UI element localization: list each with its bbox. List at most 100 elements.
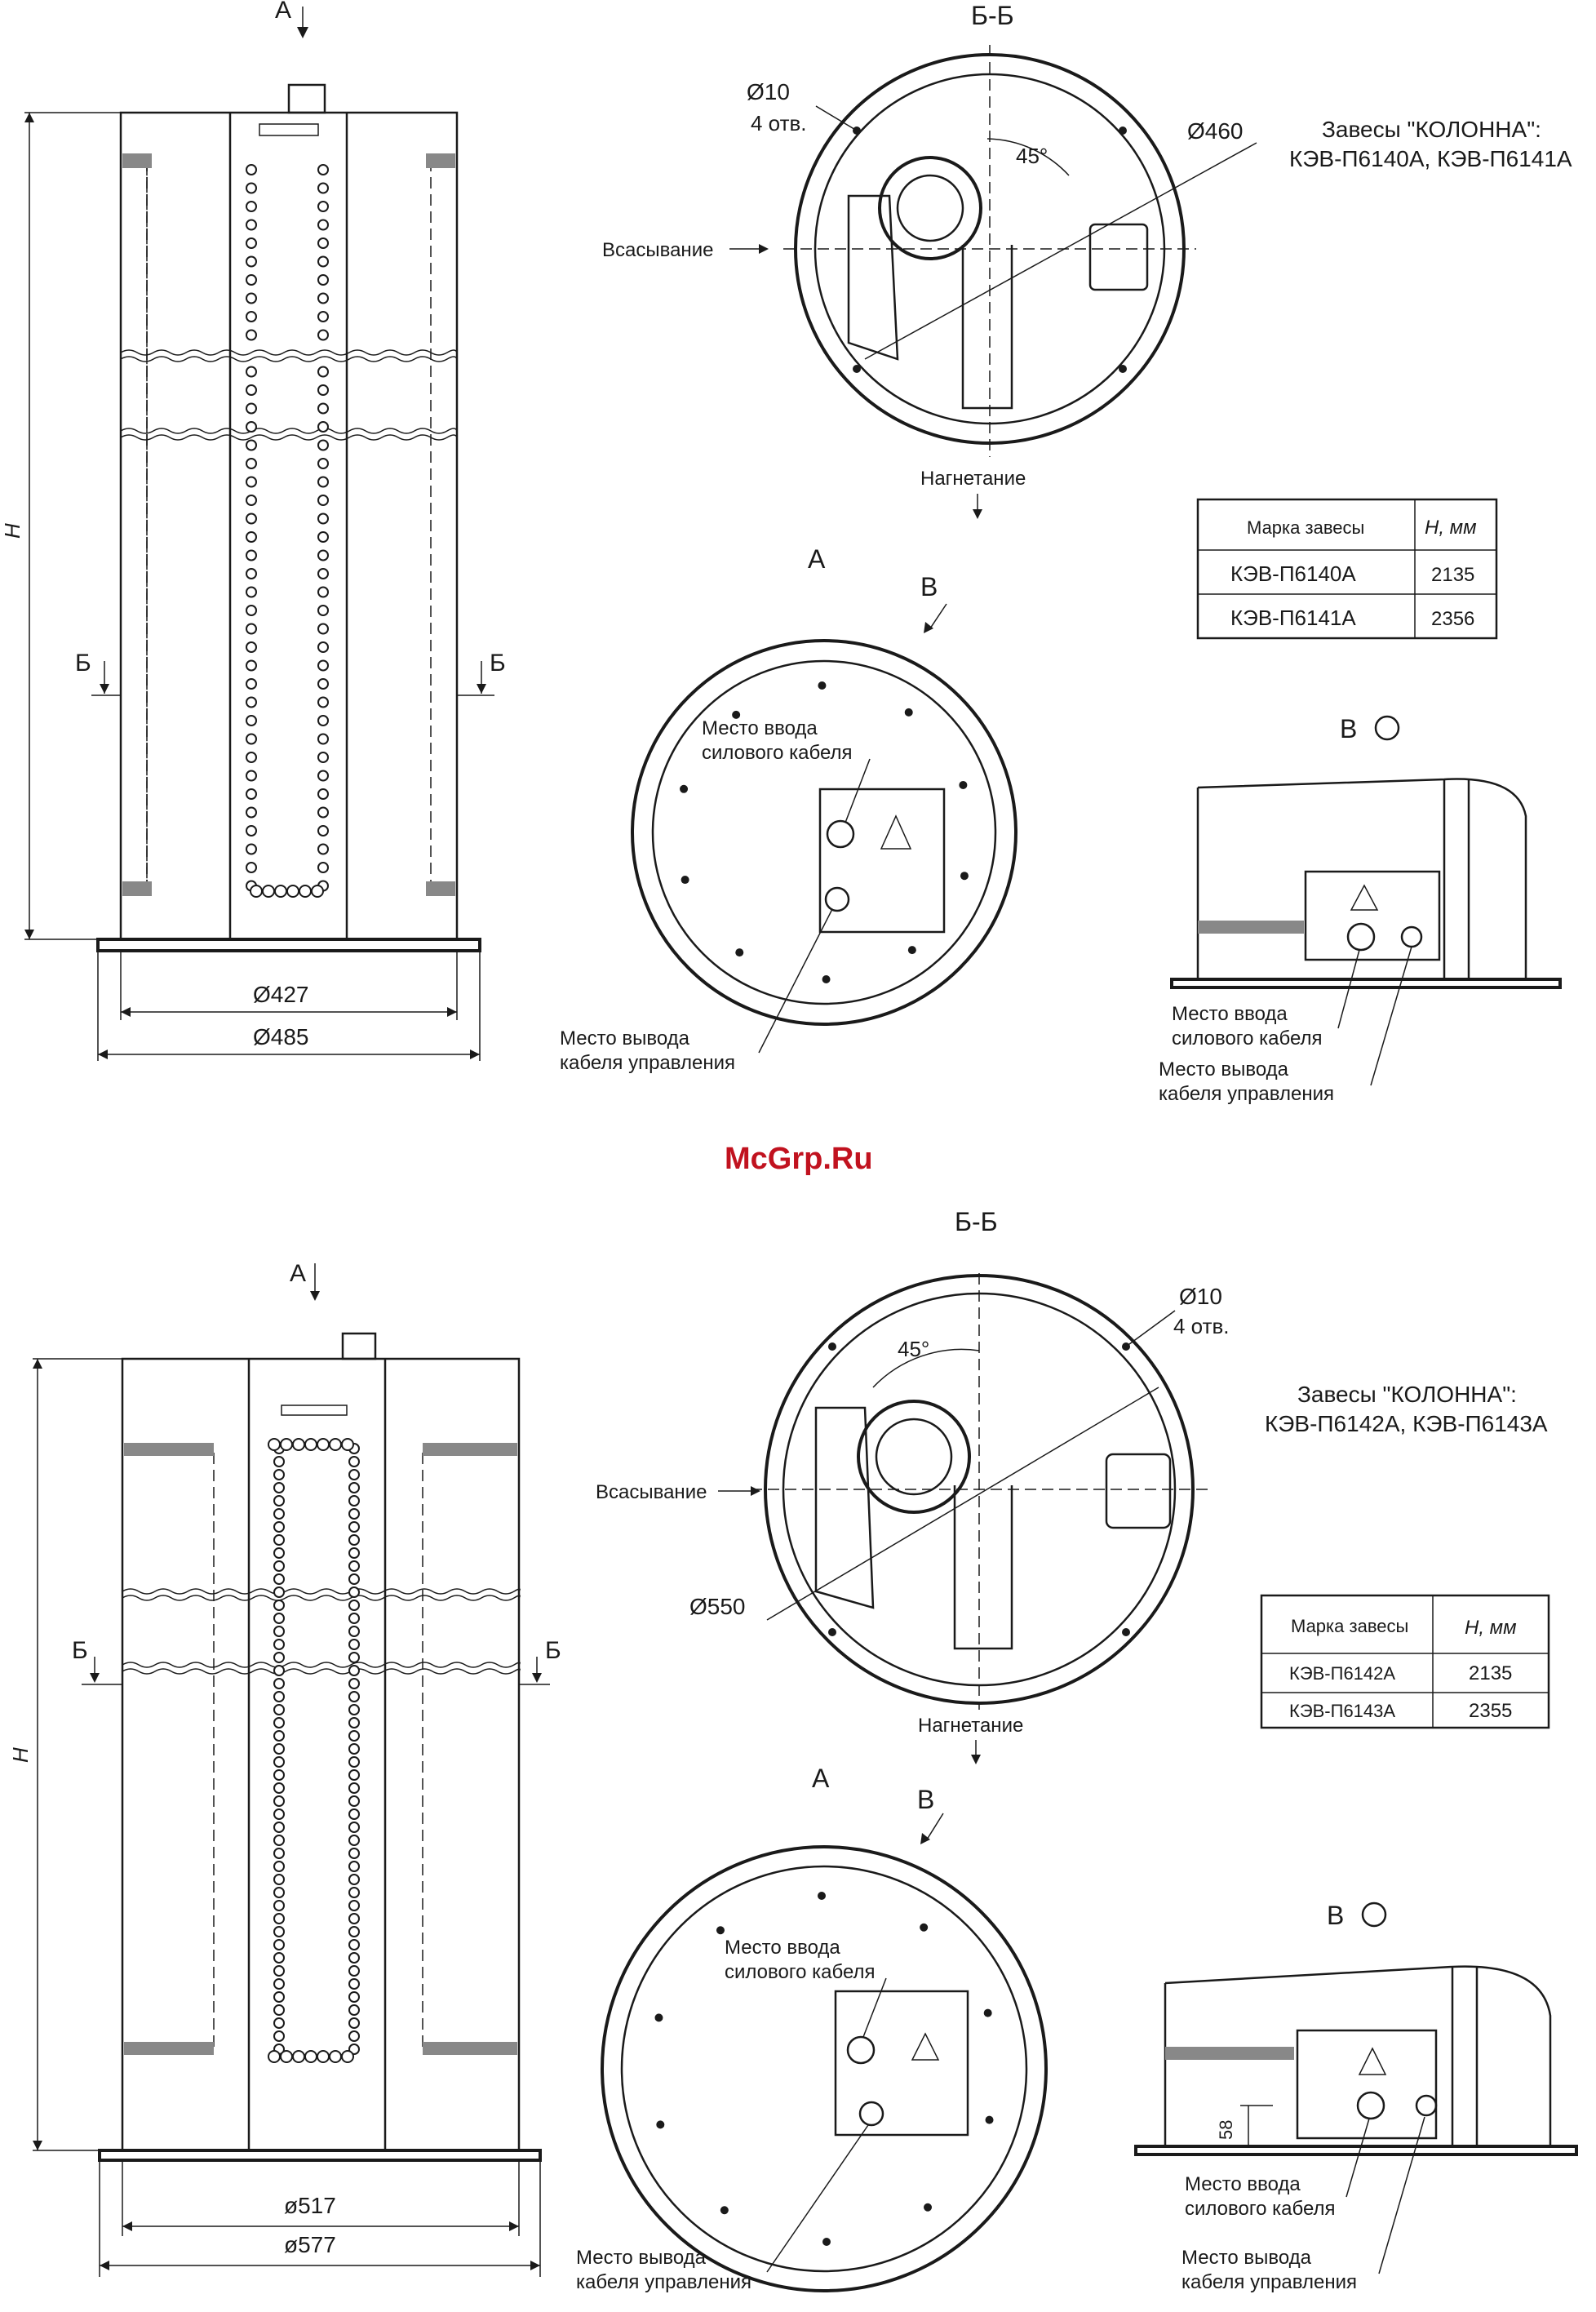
top-table-r1c1: 2356 <box>1431 608 1474 630</box>
vent-hole <box>273 1756 285 1768</box>
view-v-label-b: В <box>917 1785 934 1814</box>
vent-hole <box>273 1743 285 1755</box>
bottom-table-header-0: Марка завесы <box>1291 1616 1408 1636</box>
vent-hole <box>273 1835 285 1846</box>
vent-hole <box>273 1639 285 1650</box>
vent-hole <box>348 1678 360 1689</box>
vent-hole <box>246 623 257 635</box>
vent-hole <box>246 513 257 525</box>
vent-hole <box>317 402 329 415</box>
bottom-table-r1c0: КЭВ-П6143А <box>1289 1701 1395 1721</box>
section-mark-left: Б <box>75 650 91 677</box>
vent-hole <box>317 623 329 635</box>
ventilation-holes-bottom <box>268 1438 360 2063</box>
vent-hole <box>246 458 257 469</box>
vent-hole <box>273 1495 285 1507</box>
vent-hole <box>246 164 257 175</box>
view-v-title-b: В <box>1327 1901 1344 1930</box>
cable-gland-top <box>287 83 326 114</box>
vent-hole <box>246 733 257 745</box>
vent-hole <box>317 329 329 341</box>
bottom-table: Марка завесы H, мм КЭВ-П6142А 2135 КЭВ-П… <box>1260 1594 1550 1729</box>
section-mark-left-b: Б <box>72 1637 88 1664</box>
vent-hole <box>317 806 329 819</box>
vent-hole <box>348 1782 360 1794</box>
discharge-label: Нагнетание <box>920 468 1026 490</box>
vent-hole <box>317 770 329 782</box>
vent-hole <box>273 1926 285 1937</box>
vent-hole <box>273 1560 285 1572</box>
vent-hole <box>348 1978 360 1990</box>
mount-hole <box>720 2206 729 2215</box>
vent-hole <box>273 1887 285 1898</box>
vent-hole <box>273 1586 285 1598</box>
mount-hole <box>732 710 741 719</box>
vent-hole <box>273 1991 285 2003</box>
view-a-title-b: А <box>812 1764 830 1793</box>
vent-hole <box>273 1469 285 1480</box>
vent-hole <box>273 1795 285 1807</box>
top-table: Марка завесы H, мм КЭВ-П6140А 2135 КЭВ-П… <box>1196 498 1498 640</box>
top-table-r0c1: 2135 <box>1431 564 1474 586</box>
vent-hole <box>273 1652 285 1663</box>
vent-hole <box>317 237 329 249</box>
dim-517: ø517 <box>284 2193 336 2218</box>
mount-hole <box>716 1926 725 1935</box>
vent-hole <box>317 586 329 598</box>
vent-hole <box>348 1626 360 1637</box>
vent-hole <box>348 1939 360 1950</box>
vent-hole <box>246 219 257 231</box>
view-v-label-top: В <box>920 572 938 601</box>
vent-hole <box>317 182 329 194</box>
vent-hole <box>246 274 257 286</box>
vent-hole <box>317 292 329 304</box>
vent-hole <box>246 311 257 322</box>
view-a-label-b: А <box>290 1260 306 1287</box>
dim-d10-b: Ø10 <box>1179 1284 1222 1309</box>
vent-hole <box>348 1926 360 1937</box>
dim-d460: Ø460 <box>1187 118 1244 144</box>
vent-hole <box>348 1769 360 1781</box>
vent-hole <box>348 1560 360 1572</box>
vent-hole <box>250 885 263 898</box>
power-in-label-b1: Место ввода <box>725 1937 840 1959</box>
vent-hole <box>273 1691 285 1702</box>
ctrl-out-label-b2: кабеля управления <box>576 2271 751 2293</box>
vent-hole <box>246 862 257 873</box>
vent-hole <box>246 292 257 304</box>
series-title-top: Завесы "КОЛОННА": <box>1322 117 1541 142</box>
vent-hole <box>348 1756 360 1768</box>
mount-hole <box>907 946 916 955</box>
dim-485: Ø485 <box>253 1024 309 1049</box>
vent-hole <box>317 1438 330 1451</box>
height-label: H <box>0 523 24 539</box>
ctrl-out-label-1: Место вывода <box>560 1027 690 1049</box>
vent-hole <box>273 1717 285 1728</box>
vent-hole <box>317 311 329 322</box>
vent-hole <box>348 1743 360 1755</box>
vent-hole <box>246 366 257 378</box>
vent-hole <box>273 1978 285 1990</box>
vent-hole <box>246 421 257 433</box>
ctrl-out-label-v1: Место вывода <box>1159 1058 1289 1081</box>
vent-hole <box>268 1438 281 1451</box>
vent-hole <box>348 1534 360 1546</box>
view-v-title-top: В <box>1340 714 1357 743</box>
vent-hole <box>348 1730 360 1742</box>
vent-hole <box>348 1691 360 1702</box>
vent-hole <box>348 1717 360 1728</box>
power-in-label-1: Место ввода <box>702 717 818 739</box>
vent-hole <box>348 1573 360 1585</box>
dim-427: Ø427 <box>253 982 309 1007</box>
vent-hole <box>348 1547 360 1559</box>
vent-hole <box>304 1438 317 1451</box>
bottom-table-r0c1: 2135 <box>1469 1662 1512 1684</box>
mount-hole <box>818 681 827 690</box>
vent-hole <box>317 2050 330 2063</box>
vent-hole <box>273 1730 285 1742</box>
vent-hole <box>317 219 329 231</box>
vent-hole <box>348 2004 360 2016</box>
dim-58: 58 <box>1216 2120 1236 2140</box>
vent-hole <box>317 549 329 561</box>
vent-hole <box>317 843 329 855</box>
